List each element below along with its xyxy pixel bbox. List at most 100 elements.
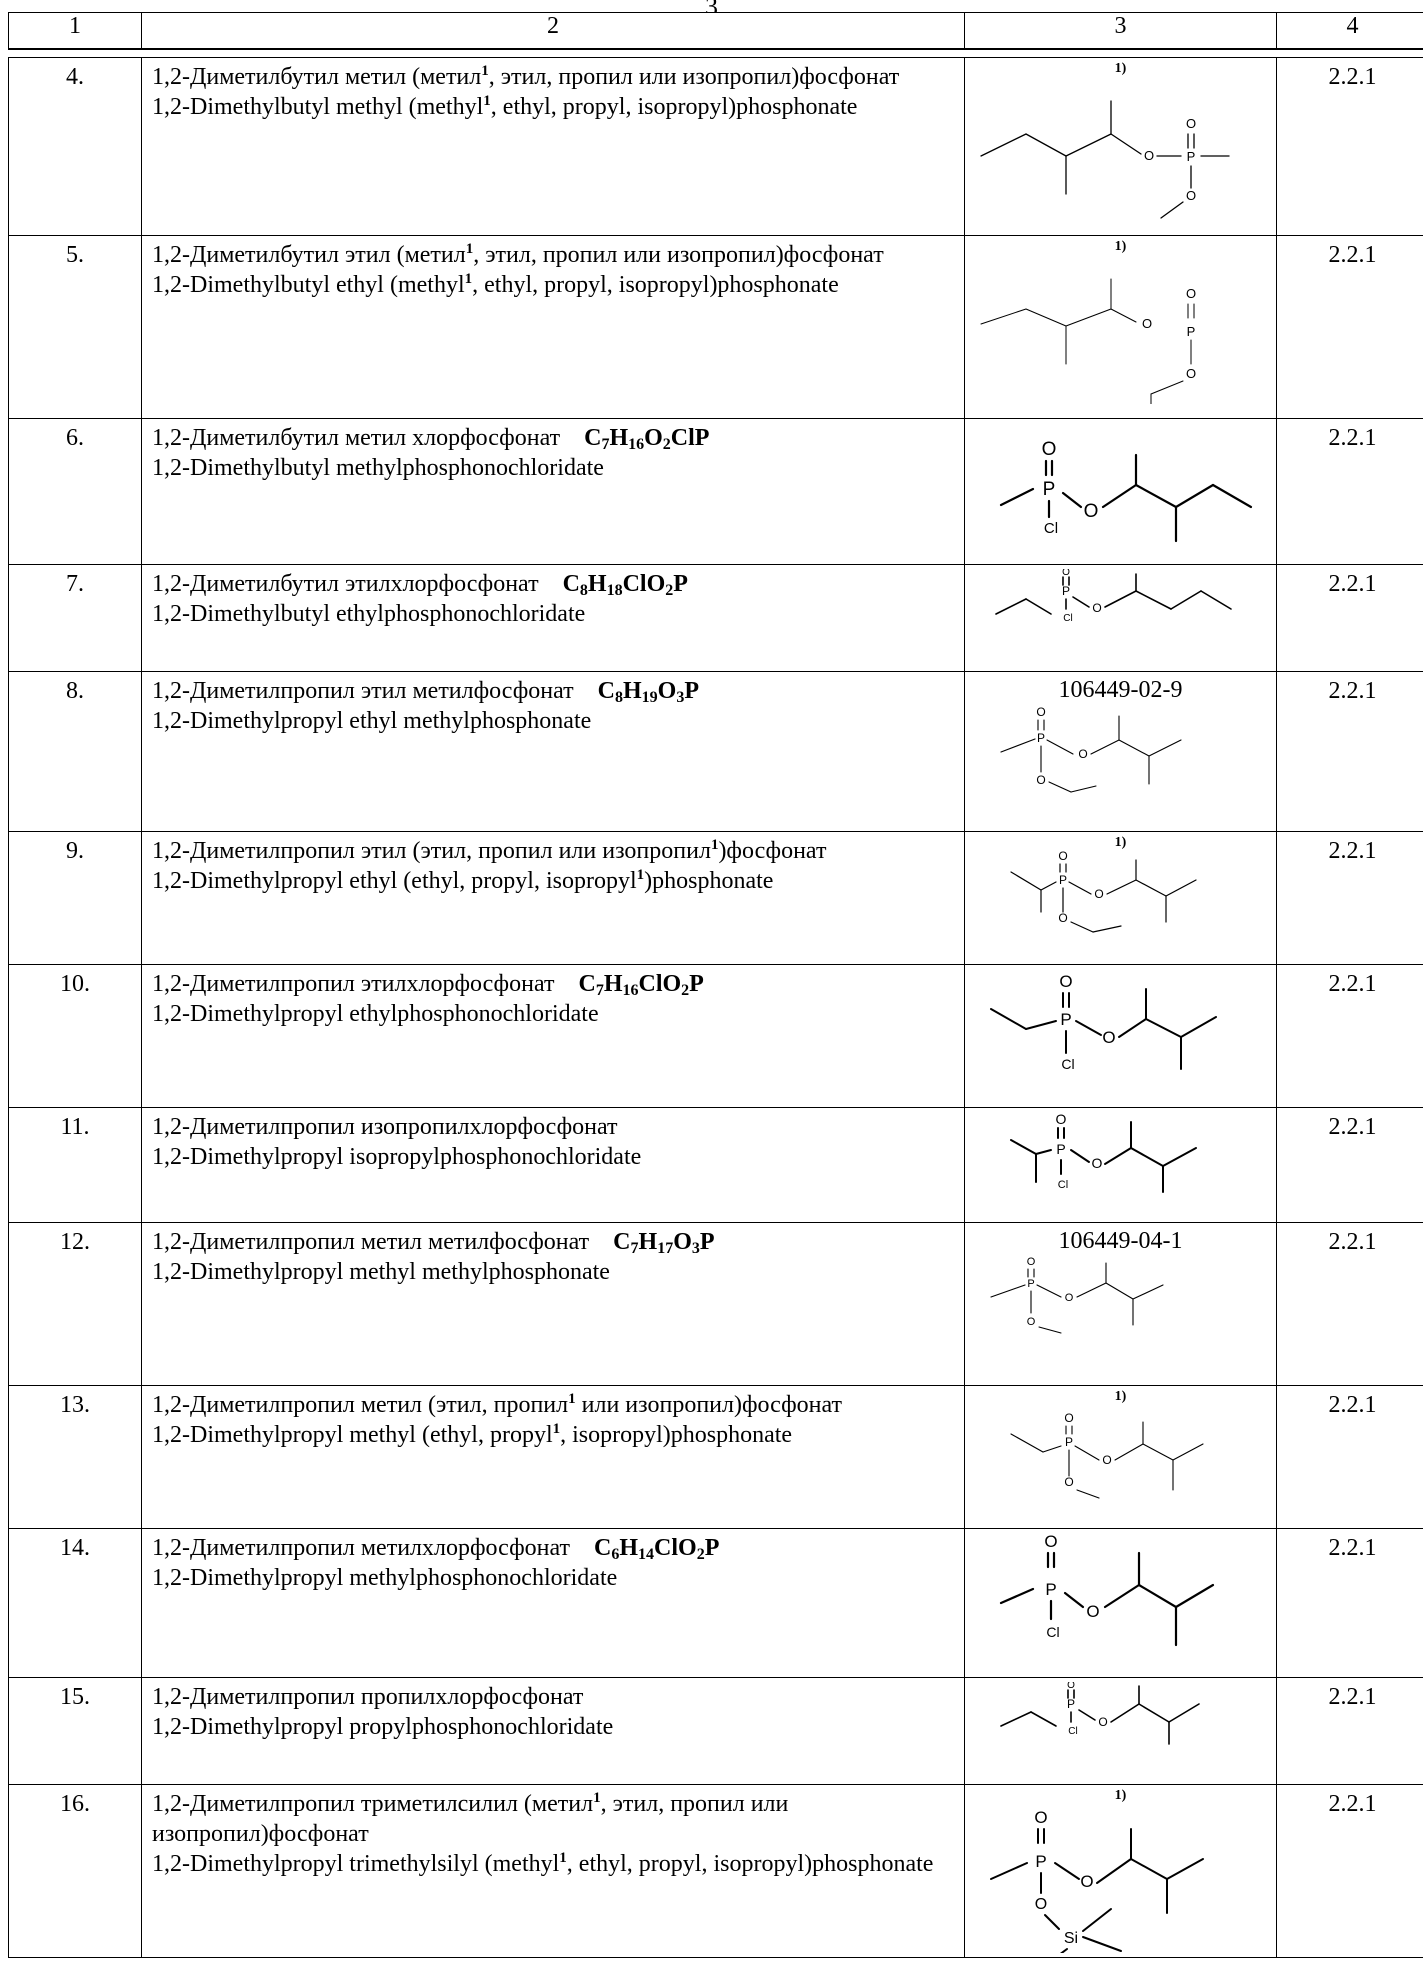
chemical-name: 1,2-Диметилпропил метилхлорфосфонат C6H14… (141, 1528, 965, 1678)
svg-text:O: O (1034, 1896, 1046, 1913)
footnote-marker: 1) (1114, 1788, 1127, 1803)
table-row: 5.1,2-Диметилбутил этил (метил1, этил, п… (8, 235, 1423, 419)
footnote-marker: 1) (1114, 61, 1127, 76)
classification-code: 2.2.1 (1276, 418, 1423, 565)
classification-code: 2.2.1 (1276, 1107, 1423, 1223)
svg-text:O: O (1026, 1256, 1035, 1268)
chemical-name: 1,2-Диметилпропил этил (этил, пропил или… (141, 831, 965, 965)
svg-text:O: O (1064, 1292, 1073, 1304)
classification-code: 2.2.1 (1276, 1222, 1423, 1386)
name-en: 1,2-Dimethylpropyl ethyl methylphosphona… (152, 708, 592, 734)
row-number: 7. (8, 564, 142, 672)
name-en: 1,2-Dimethylbutyl ethyl (methyl1, ethyl,… (152, 271, 839, 299)
svg-text:O: O (1092, 601, 1101, 615)
name-en: 1,2-Dimethylpropyl isopropylphosphonochl… (152, 1144, 642, 1170)
svg-text:O: O (1067, 1682, 1075, 1691)
svg-text:O: O (1086, 1602, 1099, 1621)
svg-text:O: O (1055, 1112, 1066, 1127)
name-en: 1,2-Dimethylbutyl methylphosphonochlorid… (152, 455, 604, 481)
row-number: 8. (8, 671, 142, 832)
row-number: 14. (8, 1528, 142, 1678)
classification-code: 2.2.1 (1276, 1528, 1423, 1678)
svg-text:Cl: Cl (1046, 1624, 1059, 1640)
cas-number: 106449-04-1 (1058, 1228, 1183, 1254)
svg-text:P: P (1056, 1141, 1065, 1157)
svg-text:O: O (1080, 1872, 1093, 1891)
name-ru: 1,2-Диметилбутил метил (метил1, этил, пр… (152, 63, 900, 91)
classification-code: 2.2.1 (1276, 964, 1423, 1108)
name-en: 1,2-Dimethylpropyl ethylphosphonochlorid… (152, 1001, 599, 1027)
svg-text:P: P (1035, 1852, 1046, 1871)
svg-text:O: O (1102, 1028, 1115, 1047)
svg-text:Cl: Cl (1068, 1726, 1077, 1737)
header-col-1: 1 (8, 12, 142, 50)
cas-number: 106449-02-9 (1058, 677, 1183, 703)
svg-text:P: P (1060, 1010, 1071, 1029)
chemical-name: 1,2-Диметилпропил метил (этил, пропил1 и… (141, 1385, 965, 1529)
table-row: 12.1,2-Диметилпропил метил метилфосфонат… (8, 1222, 1423, 1386)
molecular-formula: C6H14ClO2P (594, 1535, 720, 1563)
svg-text:O: O (1078, 747, 1087, 761)
svg-text:O: O (1064, 1475, 1073, 1489)
table-row: 14. 1,2-Диметилпропил метилхлорфосфонат C6… (8, 1528, 1423, 1678)
name-en: 1,2-Dimethylpropyl methyl (ethyl, propyl… (152, 1421, 793, 1449)
classification-code: 2.2.1 (1276, 1385, 1423, 1529)
table-row: 11.1,2-Диметилпропил изопропилхлорфосфон… (8, 1107, 1423, 1223)
svg-text:O: O (1185, 116, 1195, 131)
row-number: 5. (8, 235, 142, 419)
chemical-name: 1,2-Диметилбутил метил (метил1, этил, пр… (141, 57, 965, 236)
classification-code: 2.2.1 (1276, 1784, 1423, 1958)
name-ru: 1,2-Диметилпропил метилхлорфосфонат (152, 1535, 570, 1561)
name-ru: 1,2-Диметилпропил этил (этил, пропил или… (152, 837, 827, 865)
classification-code: 2.2.1 (1276, 564, 1423, 672)
name-ru: 1,2-Диметилпропил этил метилфосфонат (152, 678, 574, 704)
svg-text:Cl: Cl (1043, 520, 1057, 537)
svg-text:O: O (1059, 972, 1072, 991)
chemical-name: 1,2-Диметилпропил триметилсилил (метил1,… (141, 1784, 965, 1958)
header-row: 1 2 3 4 (8, 12, 1423, 50)
svg-text:P: P (1064, 1435, 1072, 1449)
svg-text:Cl: Cl (1057, 1179, 1067, 1191)
name-ru: 1,2-Диметилпропил этилхлорфосфонат (152, 971, 555, 997)
molecular-formula: C7H17O3P (613, 1229, 715, 1257)
classification-code: 2.2.1 (1276, 57, 1423, 236)
name-ru: 1,2-Диметилпропил изопропилхлорфосфонат (152, 1114, 618, 1140)
chemical-name: 1,2-Диметилпропил изопропилхлорфосфонат 1… (141, 1107, 965, 1223)
molecular-formula: C8H18ClO2P (562, 571, 688, 599)
svg-text:P: P (1186, 324, 1195, 339)
svg-text:O: O (1041, 439, 1056, 460)
svg-text:O: O (1064, 1411, 1073, 1425)
svg-text:O: O (1036, 705, 1045, 719)
svg-text:O: O (1058, 850, 1067, 863)
svg-text:P: P (1061, 584, 1069, 598)
row-number: 6. (8, 418, 142, 565)
footnote-marker: 1) (1114, 239, 1127, 254)
name-en: 1,2-Dimethylpropyl ethyl (ethyl, propyl,… (152, 867, 774, 895)
